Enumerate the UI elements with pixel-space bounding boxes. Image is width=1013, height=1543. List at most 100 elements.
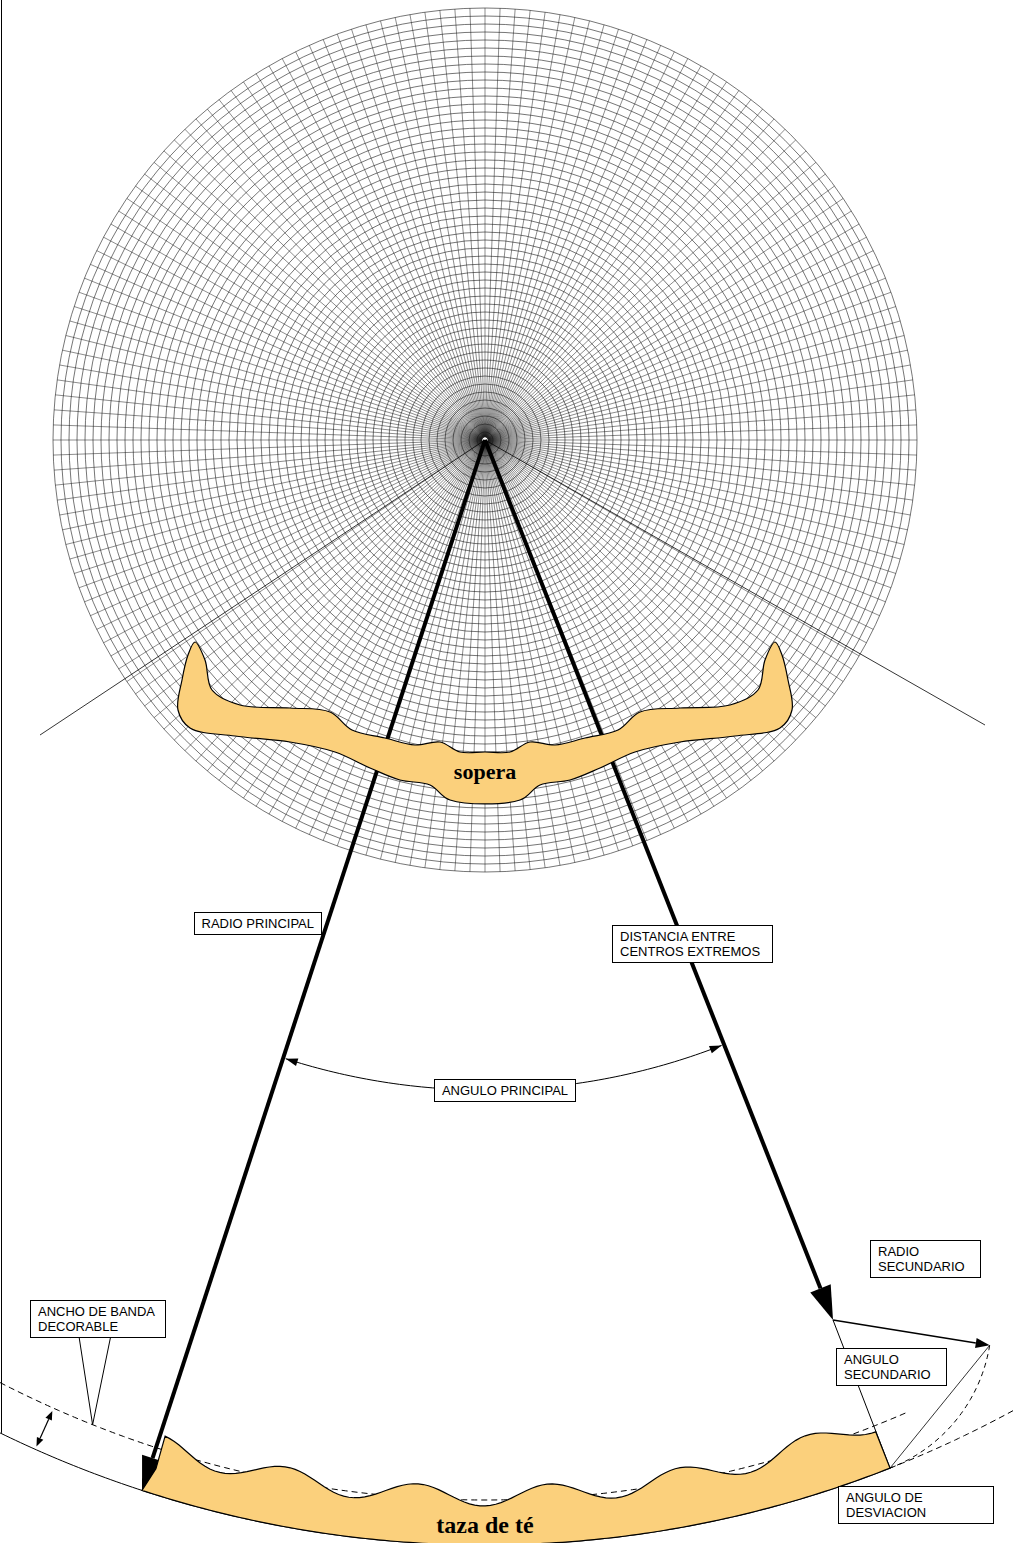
grid-ray (488, 251, 874, 439)
grid-ray (366, 25, 484, 437)
grid-ray (488, 380, 913, 440)
grid-ray (90, 264, 482, 438)
grid-ray (487, 442, 806, 729)
grid-ray (485, 443, 530, 870)
grid-ray (66, 335, 482, 439)
grid-ray (119, 211, 483, 438)
grid-ray (486, 17, 575, 437)
grid-ray (79, 441, 482, 588)
label-box: DISTANCIA ENTRE CENTROS EXTREMOS (612, 925, 773, 963)
label-box: ANGULO PRINCIPAL (434, 1079, 576, 1102)
grid-ray (84, 441, 482, 602)
grid-ray (488, 350, 908, 439)
grid-ray (111, 224, 483, 439)
label-box: ANGULO DE DESVIACION (838, 1486, 994, 1524)
grid-ray (127, 198, 483, 438)
grid-ray (90, 441, 482, 615)
grid-ray (487, 162, 816, 438)
secondary-radius-arrow (833, 1320, 976, 1343)
grid-ray (485, 12, 545, 437)
bowl-shape: sopera (170, 630, 800, 820)
shape-label: sopera (385, 760, 585, 784)
band-width-arrow (36, 1411, 52, 1447)
grid-ray (395, 17, 484, 437)
grid-ray (488, 237, 867, 438)
frame-line (1, 0, 2, 1433)
grid-ray (488, 278, 886, 439)
grid-ray (323, 39, 484, 437)
shape-outline (170, 630, 800, 820)
grid-ray (174, 140, 483, 438)
grid-ray (486, 39, 647, 437)
callout-box: ANCHO DE BANDA DECORABLE (30, 1300, 166, 1338)
grid-ray (53, 440, 482, 441)
grid-ray (70, 441, 482, 559)
grid-ray (486, 29, 619, 437)
secondary-radius-arrow-head (975, 1338, 990, 1348)
grid-ray (440, 10, 485, 437)
grid-ray (488, 441, 891, 588)
box-label: ANGULO PRINCIPAL (442, 1083, 568, 1098)
grid-ray (243, 82, 483, 438)
grid-ray (488, 441, 880, 615)
grid-ray (282, 59, 483, 438)
grid-ray (486, 34, 633, 437)
grid-ray (485, 443, 500, 872)
grid-ray (79, 292, 482, 439)
grid-ray (488, 441, 896, 574)
grid-ray (488, 365, 910, 439)
grid-ray (74, 307, 482, 440)
grid-ray (57, 440, 482, 500)
grid-ray (487, 91, 739, 438)
grid-ray (487, 129, 785, 438)
grid-ray (119, 442, 483, 669)
shape-fill (177, 642, 792, 804)
grid-ray (62, 350, 482, 439)
grid-ray (488, 441, 900, 559)
grid-ray (53, 440, 482, 455)
grid-ray (164, 151, 483, 438)
grid-ray (488, 264, 880, 438)
box-label: RADIO SECUNDARIO (878, 1244, 973, 1274)
grid-ray (97, 441, 483, 629)
grid-ray (488, 335, 904, 439)
grid-ray (70, 321, 482, 439)
grid-ray (488, 442, 852, 669)
grid-ray (487, 198, 843, 438)
grid-ray (455, 9, 485, 437)
grid-ray (337, 34, 484, 437)
grid-ray (487, 66, 702, 438)
grid-ray (296, 52, 484, 438)
grid-ray (485, 9, 515, 437)
center-distance-arrow (485, 440, 820, 1288)
band-width-arrow-head (36, 1437, 43, 1447)
callout-pointer (78, 1330, 112, 1425)
grid-ray (487, 174, 825, 438)
box-label: DISTANCIA ENTRE CENTROS EXTREMOS (620, 929, 765, 959)
grid-ray (410, 15, 484, 437)
grid-ray (470, 8, 485, 437)
band-width-arrow (40, 1419, 49, 1438)
main-radius-arrow (142, 440, 485, 1490)
grid-ray (309, 45, 483, 437)
main-radius-arrow (153, 440, 485, 1458)
grid-ray (485, 8, 486, 437)
grid-ray (485, 443, 486, 872)
angle-arrowhead (286, 1058, 299, 1066)
grid-ray (425, 12, 485, 437)
grid-ray (53, 425, 482, 440)
grid-ray (488, 440, 917, 441)
box-label: ANCHO DE BANDA DECORABLE (38, 1304, 158, 1334)
grid-ray (219, 100, 483, 438)
grid-ray (488, 441, 886, 602)
grid-ray (485, 8, 500, 437)
grid-ray (488, 321, 900, 439)
shape-label: taza de té (285, 1512, 685, 1538)
grid-ray (488, 440, 917, 455)
grid-ray (74, 441, 482, 574)
grid-ray (487, 186, 834, 438)
grid-ray (231, 91, 483, 438)
cup-shape: taza de té (130, 1400, 910, 1543)
grid-ray (455, 443, 485, 871)
